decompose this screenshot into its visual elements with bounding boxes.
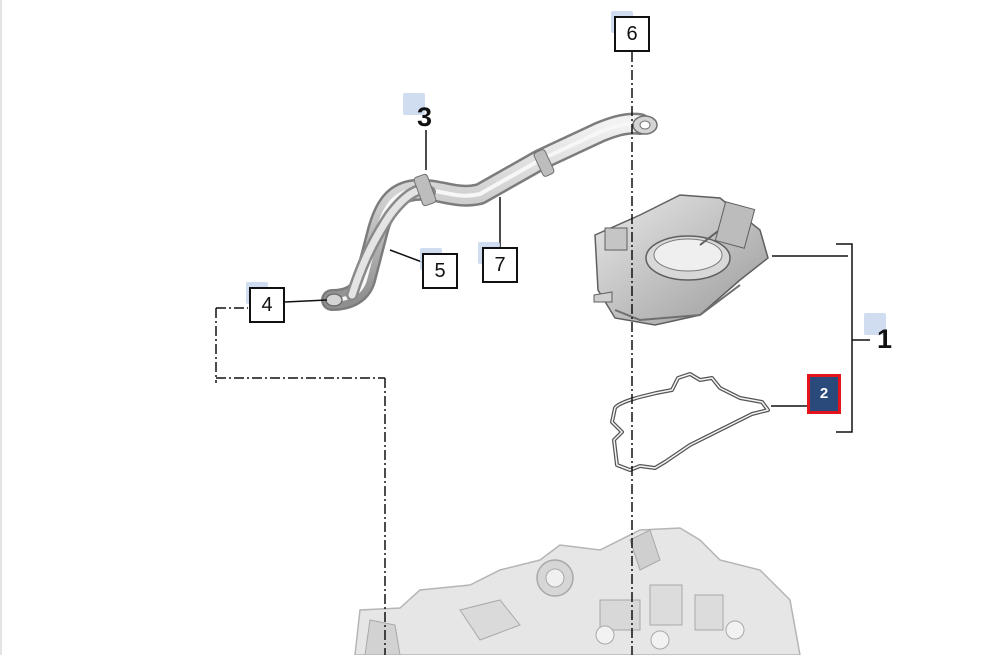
callout-1[interactable]: 1	[877, 324, 893, 354]
callout-4[interactable]: 4	[249, 287, 285, 323]
leader-line-4-part	[284, 299, 328, 303]
callout-3[interactable]: 3	[417, 102, 433, 132]
gasket-part	[610, 372, 770, 472]
hotspot-1[interactable]	[864, 313, 886, 335]
callout-5[interactable]: 5	[422, 253, 458, 289]
callout-6[interactable]: 6	[614, 16, 650, 52]
oil-separator-cover-part	[593, 194, 769, 326]
callout-2-selected[interactable]: 2	[807, 374, 841, 414]
hotspot-3[interactable]	[403, 93, 425, 115]
leader-line-5	[389, 249, 423, 263]
breather-pipe-part	[321, 112, 658, 311]
callout-7[interactable]: 7	[482, 247, 518, 283]
cylinder-head-part	[354, 527, 801, 655]
bracket-1	[836, 243, 853, 433]
